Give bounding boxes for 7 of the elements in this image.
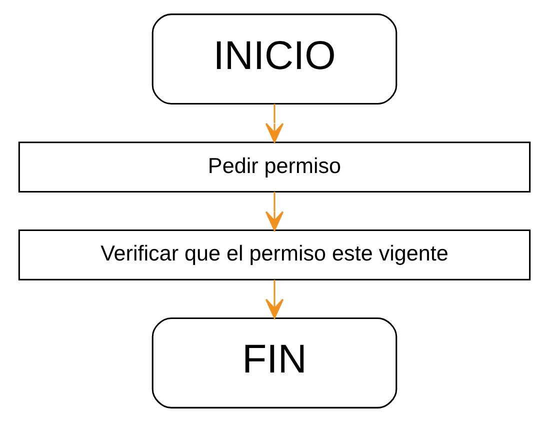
node-box: INICIO (152, 14, 398, 105)
arrow (265, 192, 284, 232)
node-box: Verificar que el permiso este vigente (18, 230, 531, 280)
arrow (265, 104, 284, 143)
arrow (265, 280, 284, 319)
node-box: FIN (152, 317, 398, 408)
node-box: Pedir permiso (18, 142, 531, 192)
